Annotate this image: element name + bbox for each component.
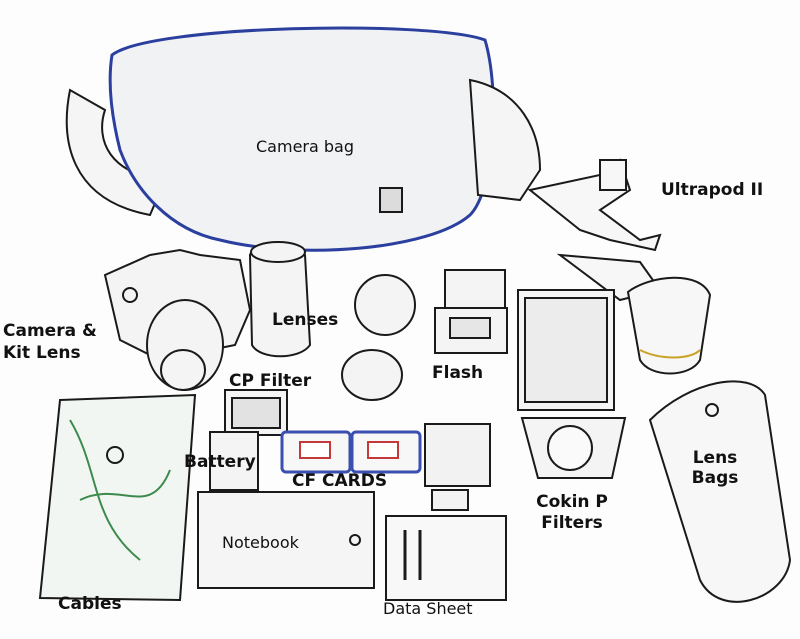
label-lens-bags-line1: Lens bbox=[692, 448, 738, 468]
label-battery: Battery bbox=[184, 452, 256, 472]
ultrapod-tripod bbox=[527, 158, 662, 302]
label-cf-cards: CF CARDS bbox=[292, 471, 388, 491]
camera-bag bbox=[65, 26, 542, 252]
charger bbox=[424, 423, 491, 511]
label-cp-filter: CP Filter bbox=[229, 371, 312, 391]
notebook bbox=[197, 491, 375, 589]
bag-logo-icon bbox=[379, 187, 403, 213]
label-cables: Cables bbox=[58, 594, 122, 614]
lens-bag-large bbox=[648, 380, 792, 603]
cokin-filters bbox=[517, 289, 627, 479]
label-camera-kit-line1: Camera & bbox=[3, 321, 97, 341]
data-sheet bbox=[385, 515, 507, 601]
cp-filter-case bbox=[224, 389, 288, 436]
flash-unit bbox=[434, 269, 508, 354]
label-ultrapod: Ultrapod II bbox=[661, 180, 764, 200]
label-notebook: Notebook bbox=[222, 533, 299, 552]
label-flash: Flash bbox=[432, 363, 484, 383]
camera-body-kit-lens bbox=[103, 248, 252, 391]
label-camera-kit-line2: Kit Lens bbox=[3, 343, 81, 363]
label-lens-bags-line2: Bags bbox=[691, 468, 739, 488]
label-cokin-line1: Cokin P bbox=[536, 492, 608, 512]
label-data-sheet: Data Sheet bbox=[383, 599, 473, 618]
cables-bag bbox=[38, 393, 197, 602]
label-cokin-line2: Filters bbox=[541, 513, 603, 533]
cf-cards bbox=[280, 430, 422, 474]
lens-bag-small bbox=[626, 276, 712, 375]
label-camera-bag: Camera bag bbox=[256, 137, 354, 156]
lenses bbox=[248, 241, 416, 401]
battery bbox=[209, 431, 259, 491]
label-lenses: Lenses bbox=[272, 310, 339, 330]
